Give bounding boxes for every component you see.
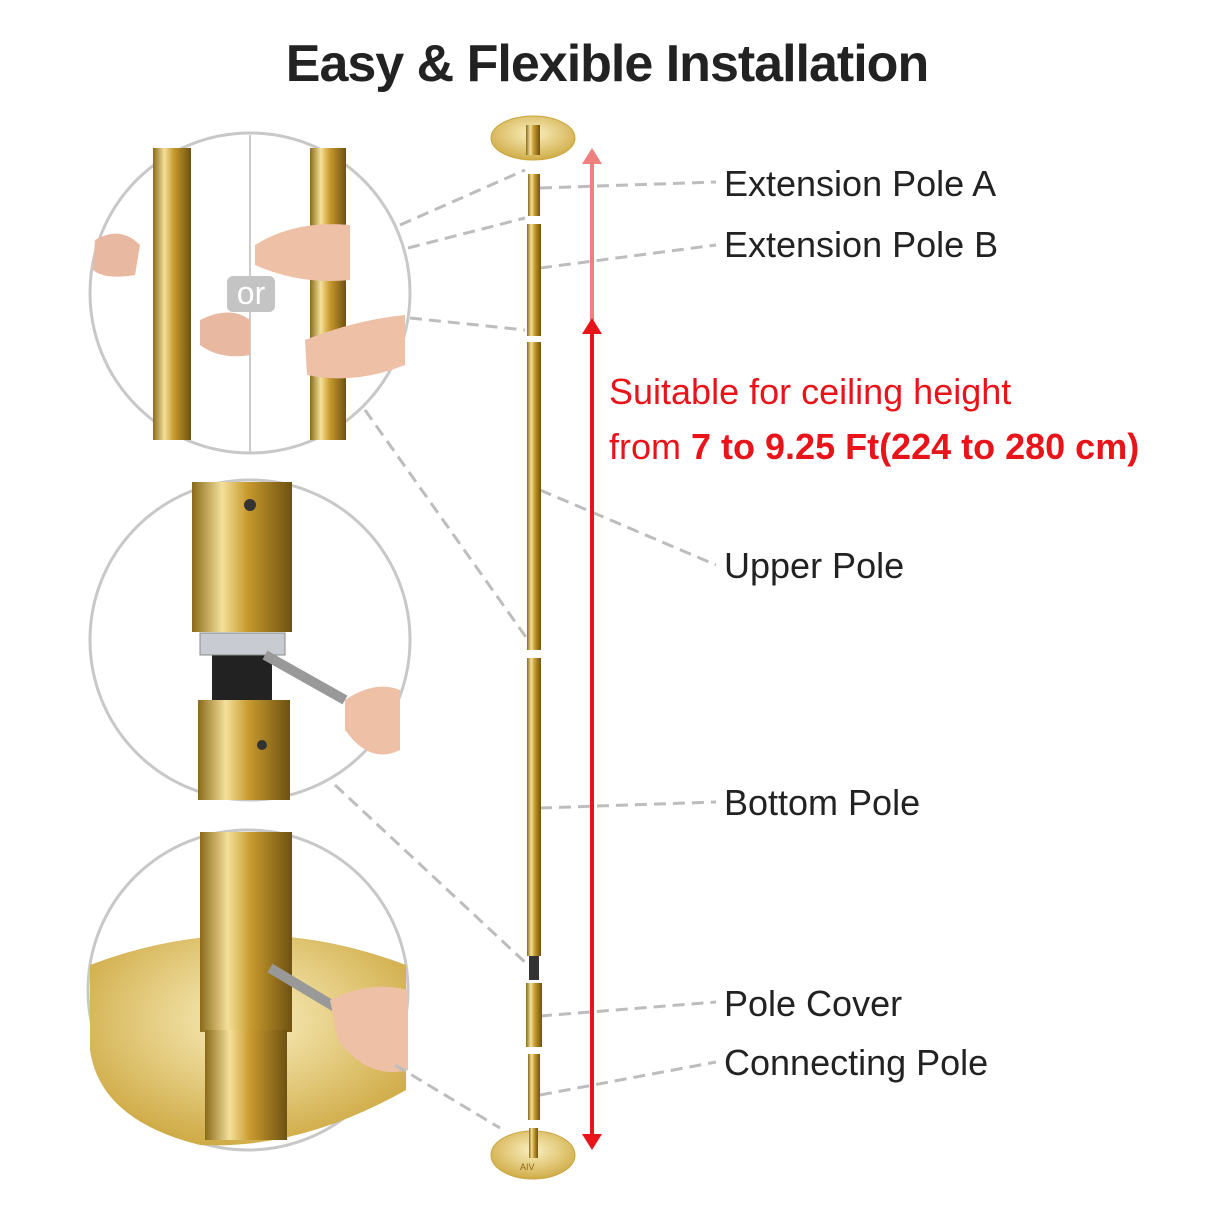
height-note-line2: from 7 to 9.25 Ft(224 to 280 cm) — [609, 429, 1139, 465]
label-extension-pole-a: Extension Pole A — [724, 163, 997, 204]
page-title: Easy & Flexible Installation — [285, 35, 929, 93]
label-bottom-pole: Bottom Pole — [724, 782, 921, 823]
leader-lines — [333, 168, 717, 1130]
label-connecting-pole: Connecting Pole — [724, 1042, 989, 1083]
logo-mark: AIV — [520, 1162, 535, 1172]
height-note-prefix: from — [609, 426, 692, 467]
height-note-line1: Suitable for ceiling height — [609, 371, 1012, 412]
detail-circle-locknut — [88, 478, 412, 802]
height-note-range: 7 to 9.25 Ft(224 to 280 cm) — [691, 426, 1140, 467]
pole-assembly: AIV — [490, 115, 576, 1180]
detail-circle-base — [86, 828, 410, 1152]
label-pole-cover: Pole Cover — [724, 983, 903, 1024]
height-arrow — [582, 148, 602, 1150]
label-extension-pole-b: Extension Pole B — [724, 224, 999, 265]
or-badge: or — [227, 276, 275, 312]
label-upper-pole: Upper Pole — [724, 545, 905, 586]
